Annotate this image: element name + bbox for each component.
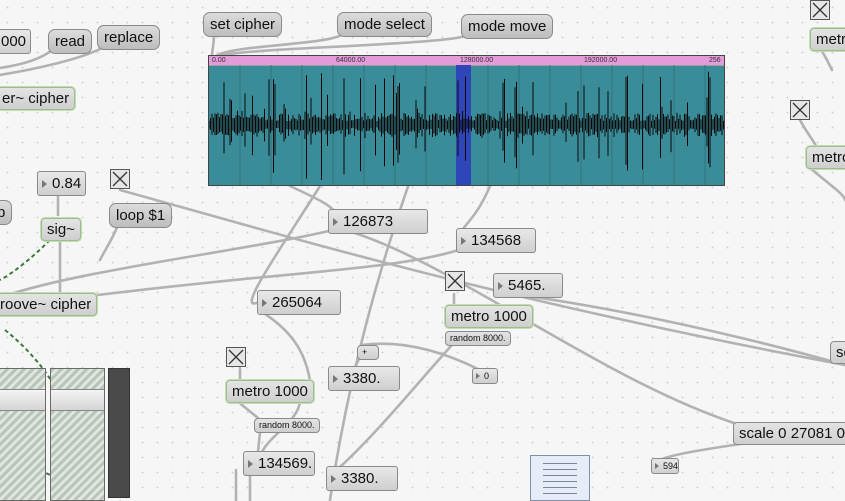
ruler-label-4: 256: [709, 57, 721, 64]
random-left-object[interactable]: random 8000.: [254, 418, 320, 433]
ruler-label-3: 192000.00: [584, 57, 618, 64]
waveform-plot: [209, 65, 724, 185]
volume-slider-left[interactable]: [0, 368, 46, 501]
ruler-label-0: 0.00: [212, 57, 226, 64]
groove-cipher-object[interactable]: roove~ cipher: [0, 293, 98, 316]
mode-select-message[interactable]: mode select: [337, 12, 432, 37]
scale-object-partial[interactable]: sc: [830, 341, 845, 364]
position-number-box[interactable]: 126873: [328, 209, 428, 234]
zero-number-box[interactable]: 0: [472, 368, 498, 384]
toggle-x-icon: [792, 102, 808, 118]
level-meter[interactable]: [108, 368, 130, 498]
toggle-x-icon: [112, 171, 128, 187]
length-number-box[interactable]: 5465.: [493, 273, 563, 298]
set-cipher-message[interactable]: set cipher: [203, 12, 283, 37]
metro-left-toggle[interactable]: [226, 347, 246, 367]
toggle-x-icon: [812, 2, 828, 18]
end-number-box[interactable]: 134568: [456, 228, 536, 253]
metro-right-mid-toggle[interactable]: [790, 100, 810, 120]
plus-object[interactable]: +: [357, 345, 379, 360]
read-message[interactable]: read: [48, 29, 93, 54]
position-number-box-b[interactable]: 134569.: [243, 451, 315, 476]
loop-toggle[interactable]: [110, 169, 130, 189]
metro-right-top-toggle[interactable]: [810, 0, 830, 20]
waveform-display[interactable]: 0.00 64000.00 128000.00 192000.00 256: [208, 55, 725, 186]
slider-knob[interactable]: [51, 389, 104, 411]
total-number-box[interactable]: 265064: [257, 290, 341, 315]
waveform-trace: [209, 71, 724, 180]
offset-number-box-a[interactable]: 3380.: [328, 366, 400, 391]
offset-number-box-b[interactable]: 3380.: [326, 466, 398, 491]
volume-slider-right[interactable]: [50, 368, 105, 501]
metro-mid-object[interactable]: metro 1000: [445, 305, 533, 328]
buffer-cipher-object[interactable]: er~ cipher: [0, 87, 76, 110]
loop-message[interactable]: loop $1: [109, 203, 173, 228]
toggle-x-icon: [228, 349, 244, 365]
scale-object[interactable]: scale 0 27081 0: [733, 422, 845, 445]
replace-message[interactable]: replace: [97, 25, 161, 50]
random-mid-object[interactable]: random 8000.: [445, 331, 511, 346]
metro-left-object[interactable]: metro 1000: [226, 380, 314, 403]
number-box-partial[interactable]: 000: [0, 29, 32, 54]
stop-message-partial[interactable]: p: [0, 200, 13, 225]
metro-right-top-object[interactable]: metro: [810, 28, 845, 51]
sig-object[interactable]: sig~: [41, 218, 81, 241]
rate-number-box[interactable]: 0.84: [37, 171, 87, 196]
metro-right-mid-object[interactable]: metro: [806, 146, 845, 169]
small-number-box[interactable]: 594: [651, 458, 679, 474]
ruler-label-1: 64000.00: [336, 57, 366, 64]
mode-move-message[interactable]: mode move: [461, 14, 554, 39]
slider-knob[interactable]: [0, 389, 45, 411]
toggle-x-icon: [447, 273, 463, 289]
ruler-label-2: 128000.00: [460, 57, 494, 64]
metro-mid-toggle[interactable]: [445, 271, 465, 291]
document-icon[interactable]: [530, 455, 590, 501]
